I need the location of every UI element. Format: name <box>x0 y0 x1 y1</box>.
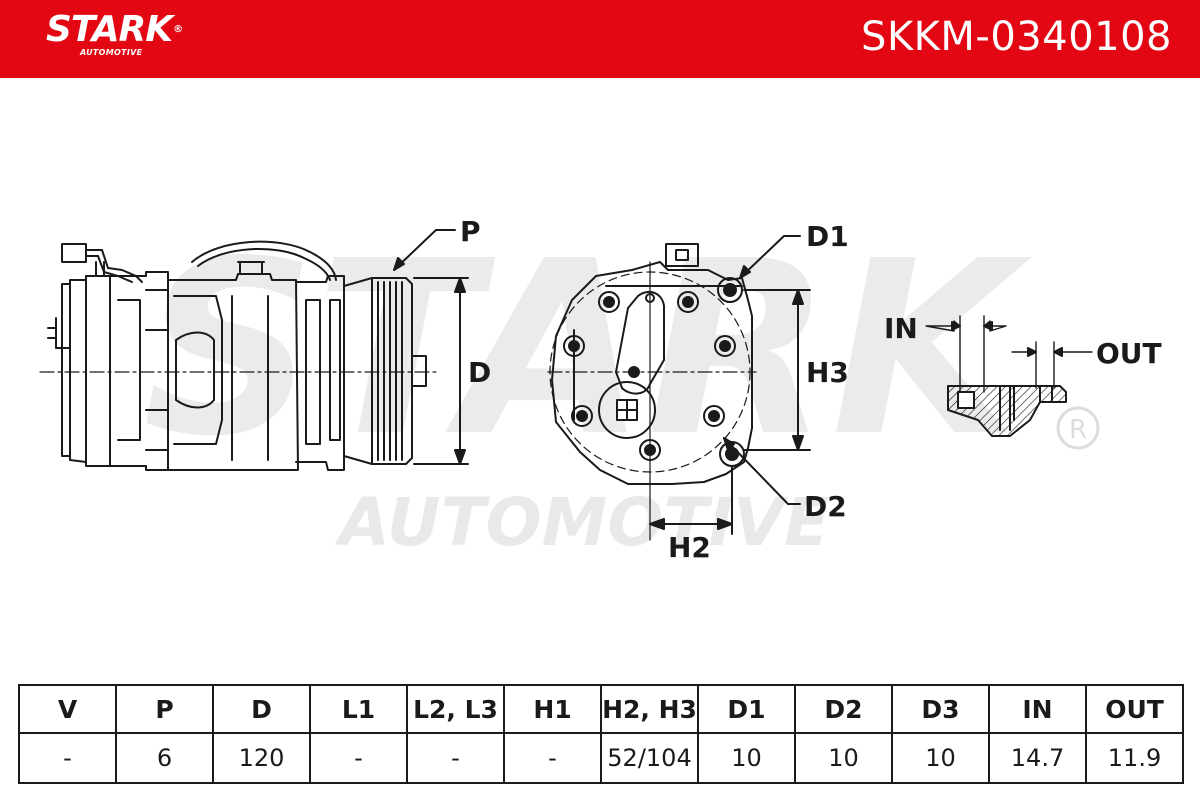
logo-subtext: AUTOMOTIVE <box>80 48 143 57</box>
header-bar: STARK® AUTOMOTIVE SKKM-0340108 <box>0 0 1200 78</box>
value-out: 11.9 <box>1085 732 1184 784</box>
header-p: P <box>115 684 214 734</box>
technical-drawing: P D D1 H3 D2 H2 IN OUT <box>39 215 1162 564</box>
value-d: 120 <box>212 732 311 784</box>
specs-header-row: V P D L1 L2, L3 H1 H2, H3 D1 D2 D3 IN OU… <box>18 684 1184 734</box>
header-h2-h3: H2, H3 <box>600 684 699 734</box>
specs-value-row: - 6 120 - - - 52/104 10 10 10 14.7 11.9 <box>18 732 1184 784</box>
header-l2-l3: L2, L3 <box>406 684 505 734</box>
header-d2: D2 <box>794 684 893 734</box>
header-d: D <box>212 684 311 734</box>
header-l1: L1 <box>309 684 408 734</box>
value-h2-h3: 52/104 <box>600 732 699 784</box>
specs-table: V P D L1 L2, L3 H1 H2, H3 D1 D2 D3 IN OU… <box>18 684 1184 784</box>
value-p: 6 <box>115 732 214 784</box>
label-d: D <box>468 356 491 389</box>
label-d1: D1 <box>806 220 849 253</box>
value-v: - <box>18 732 117 784</box>
value-d1: 10 <box>697 732 796 784</box>
header-h1: H1 <box>503 684 602 734</box>
registered-mark-icon: ® <box>173 24 183 35</box>
stark-logo: STARK® AUTOMOTIVE <box>46 8 183 57</box>
header-in: IN <box>988 684 1087 734</box>
label-h3: H3 <box>806 356 849 389</box>
compressor-end-view <box>547 235 811 541</box>
header-d3: D3 <box>891 684 990 734</box>
value-d2: 10 <box>794 732 893 784</box>
value-in: 14.7 <box>988 732 1087 784</box>
label-in: IN <box>884 312 918 345</box>
header-d1: D1 <box>697 684 796 734</box>
label-d2: D2 <box>804 490 847 523</box>
header-out: OUT <box>1085 684 1184 734</box>
dimension-labels: P D D1 H3 D2 H2 IN OUT <box>460 215 1162 564</box>
value-l1: - <box>309 732 408 784</box>
label-p: P <box>460 215 481 248</box>
header-v: V <box>18 684 117 734</box>
port-detail-view <box>925 315 1093 437</box>
value-d3: 10 <box>891 732 990 784</box>
value-l2-l3: - <box>406 732 505 784</box>
label-out: OUT <box>1096 337 1162 370</box>
part-number: SKKM-0340108 <box>861 14 1172 60</box>
compressor-side-view <box>39 229 469 471</box>
label-h2: H2 <box>668 531 711 564</box>
logo-text: STARK <box>46 9 173 50</box>
value-h1: - <box>503 732 602 784</box>
